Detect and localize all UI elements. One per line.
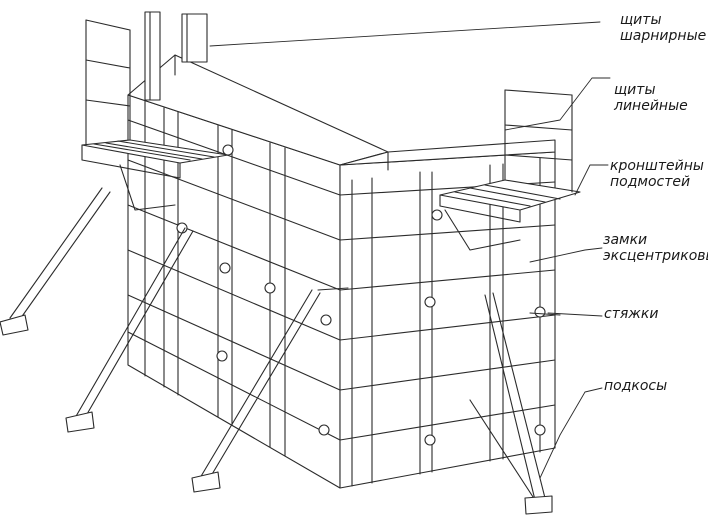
label-scaffold-brackets: кронштейны подмостей — [610, 158, 704, 190]
left-scaffold — [82, 20, 228, 210]
eccentric-locks — [177, 145, 545, 445]
ties — [318, 288, 560, 315]
hinged-panel-uprights — [145, 12, 207, 100]
label-eccentric-locks-line1: замки — [603, 232, 648, 248]
label-linear-panels-line2: линейные — [614, 98, 688, 114]
right-scaffold — [440, 90, 580, 250]
label-braces: подкосы — [604, 378, 667, 394]
label-eccentric-locks-line2: эксцентриковые — [603, 248, 708, 264]
label-ties: стяжки — [604, 306, 658, 322]
label-hinged-panels-line2: шарнирные — [620, 28, 707, 44]
label-hinged-panels-line1: щиты — [620, 12, 662, 28]
braces — [0, 188, 552, 514]
label-braces-line1: подкосы — [604, 378, 668, 394]
label-hinged-panels: щиты шарнирные — [620, 12, 706, 44]
label-scaffold-brackets-line1: кронштейны — [610, 158, 704, 174]
label-ties-line1: стяжки — [604, 306, 659, 322]
label-scaffold-brackets-line2: подмостей — [610, 174, 691, 190]
label-eccentric-locks: замки эксцентриковые — [603, 232, 708, 264]
label-linear-panels-line1: щиты — [614, 82, 656, 98]
label-linear-panels: щиты линейные — [614, 82, 688, 114]
leader-lines — [210, 22, 610, 478]
